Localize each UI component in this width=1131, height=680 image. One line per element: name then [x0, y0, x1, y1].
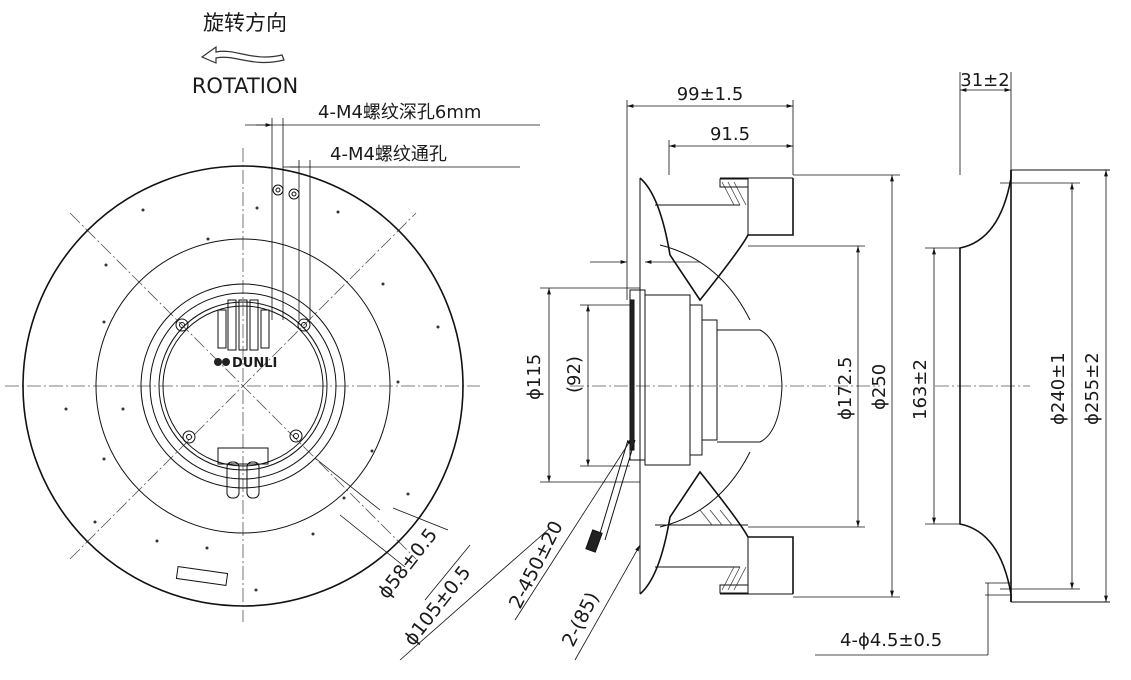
- dim-motor-inner: (92): [564, 356, 585, 393]
- inlet-ring: [95, 238, 391, 534]
- rotation-indicator: 旋转方向 ROTATION: [192, 11, 298, 98]
- dim-cable-length: 2-450±20: [505, 517, 568, 612]
- dim-inlet-diameter: ϕ172.5: [835, 357, 856, 420]
- motor-cooling-fins: [217, 299, 270, 351]
- blade-hatch: [699, 181, 747, 591]
- mount-holes-callout: 4-ϕ4.5±0.5: [840, 630, 942, 651]
- blade-rivets: [64, 206, 440, 592]
- dim-impeller-diameter: ϕ250: [869, 364, 890, 410]
- dim-ring-bolt-circle: ϕ240±1: [1048, 352, 1069, 425]
- rotation-arrow-icon: [200, 45, 285, 64]
- motor-housing-outer: [140, 283, 346, 489]
- dim-ring-inner: 163±2: [910, 359, 931, 420]
- tapped-hole-top: [272, 184, 284, 196]
- motor-body: [644, 294, 691, 466]
- rotation-label-en: ROTATION: [192, 74, 298, 98]
- dim-ring-depth: 31±2: [960, 70, 1009, 91]
- dim-ring-outer: ϕ255±2: [1082, 352, 1103, 425]
- dim-overall-depth: 99±1.5: [677, 84, 744, 105]
- side-cables: [585, 439, 636, 553]
- brand-logo-text: DUNLI: [232, 356, 277, 371]
- side-view: 99±1.5 91.5: [524, 84, 900, 598]
- dim-cable-strip: 2-(85): [558, 589, 604, 651]
- nameplate: [175, 566, 229, 586]
- dim-impeller-depth: 91.5: [710, 124, 750, 145]
- logo-icon: [214, 358, 230, 366]
- motor-mount-holes: [175, 318, 311, 444]
- through-holes-callout: 4-M4螺纹通孔: [330, 144, 447, 165]
- brand-logo: DUNLI: [214, 356, 277, 371]
- tapped-holes-callout: 4-M4螺纹深孔6mm: [318, 102, 481, 123]
- cable-exit: [217, 447, 269, 499]
- rotation-label-cn: 旋转方向: [203, 11, 287, 35]
- impeller-outer-edge: [22, 165, 464, 607]
- dim-motor-diameter: ϕ115: [524, 354, 545, 400]
- inlet-ring-view: 31±2 163±2 ϕ240±1 ϕ255±2 4-ϕ4.5±0.5: [815, 70, 1110, 656]
